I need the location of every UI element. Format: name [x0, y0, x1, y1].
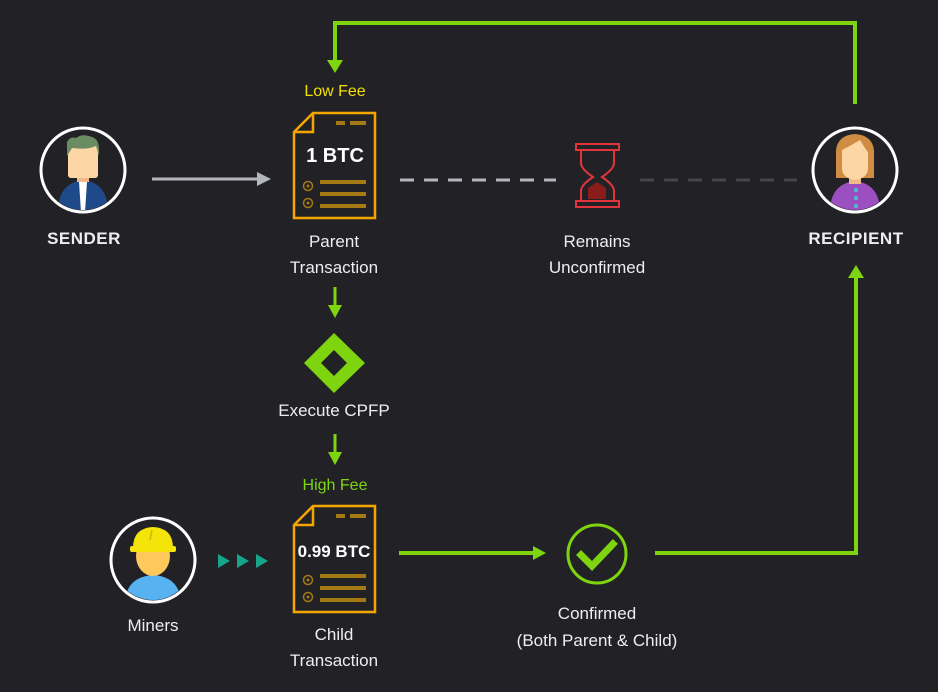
- hourglass-icon: [575, 143, 620, 208]
- parent-amount: 1 BTC: [306, 145, 364, 167]
- miners-label: Miners: [127, 616, 179, 635]
- recipient-label: RECIPIENT: [808, 229, 904, 248]
- feedback-arrow: [327, 21, 857, 104]
- high-fee-label: High Fee: [302, 477, 368, 494]
- recipient-avatar: [811, 126, 899, 214]
- unconfirmed-label-line2: Unconfirmed: [548, 258, 646, 277]
- parent-label-line1: Parent: [308, 232, 360, 251]
- confirmed-label-line2: (Both Parent & Child): [516, 631, 678, 650]
- child-amount: 0.99 BTC: [297, 542, 371, 561]
- confirmed-to-recipient-arrow: [655, 265, 864, 555]
- miner-action-arrows: [218, 554, 268, 568]
- child-to-confirmed-arrow: [399, 546, 546, 560]
- child-label-line1: Child: [314, 625, 354, 644]
- miner-avatar: [109, 516, 197, 604]
- sender-label: SENDER: [47, 229, 121, 248]
- unconfirmed-label-line1: Remains: [563, 232, 631, 251]
- parent-label-line2: Transaction: [289, 258, 379, 277]
- cpfp-diamond-icon: [304, 333, 365, 393]
- sender-to-parent-arrow: [152, 172, 271, 186]
- parent-to-cpfp-arrow: [328, 287, 342, 318]
- child-document-icon: [292, 504, 377, 614]
- cpfp-to-child-arrow: [328, 434, 342, 465]
- low-fee-label: Low Fee: [304, 83, 366, 100]
- cpfp-label: Execute CPFP: [278, 401, 390, 420]
- confirmed-label-line1: Confirmed: [557, 604, 637, 623]
- child-label-line2: Transaction: [289, 651, 379, 670]
- sender-avatar: [39, 126, 127, 214]
- checkmark-circle-icon: [566, 523, 628, 585]
- parent-document-icon: [292, 111, 377, 220]
